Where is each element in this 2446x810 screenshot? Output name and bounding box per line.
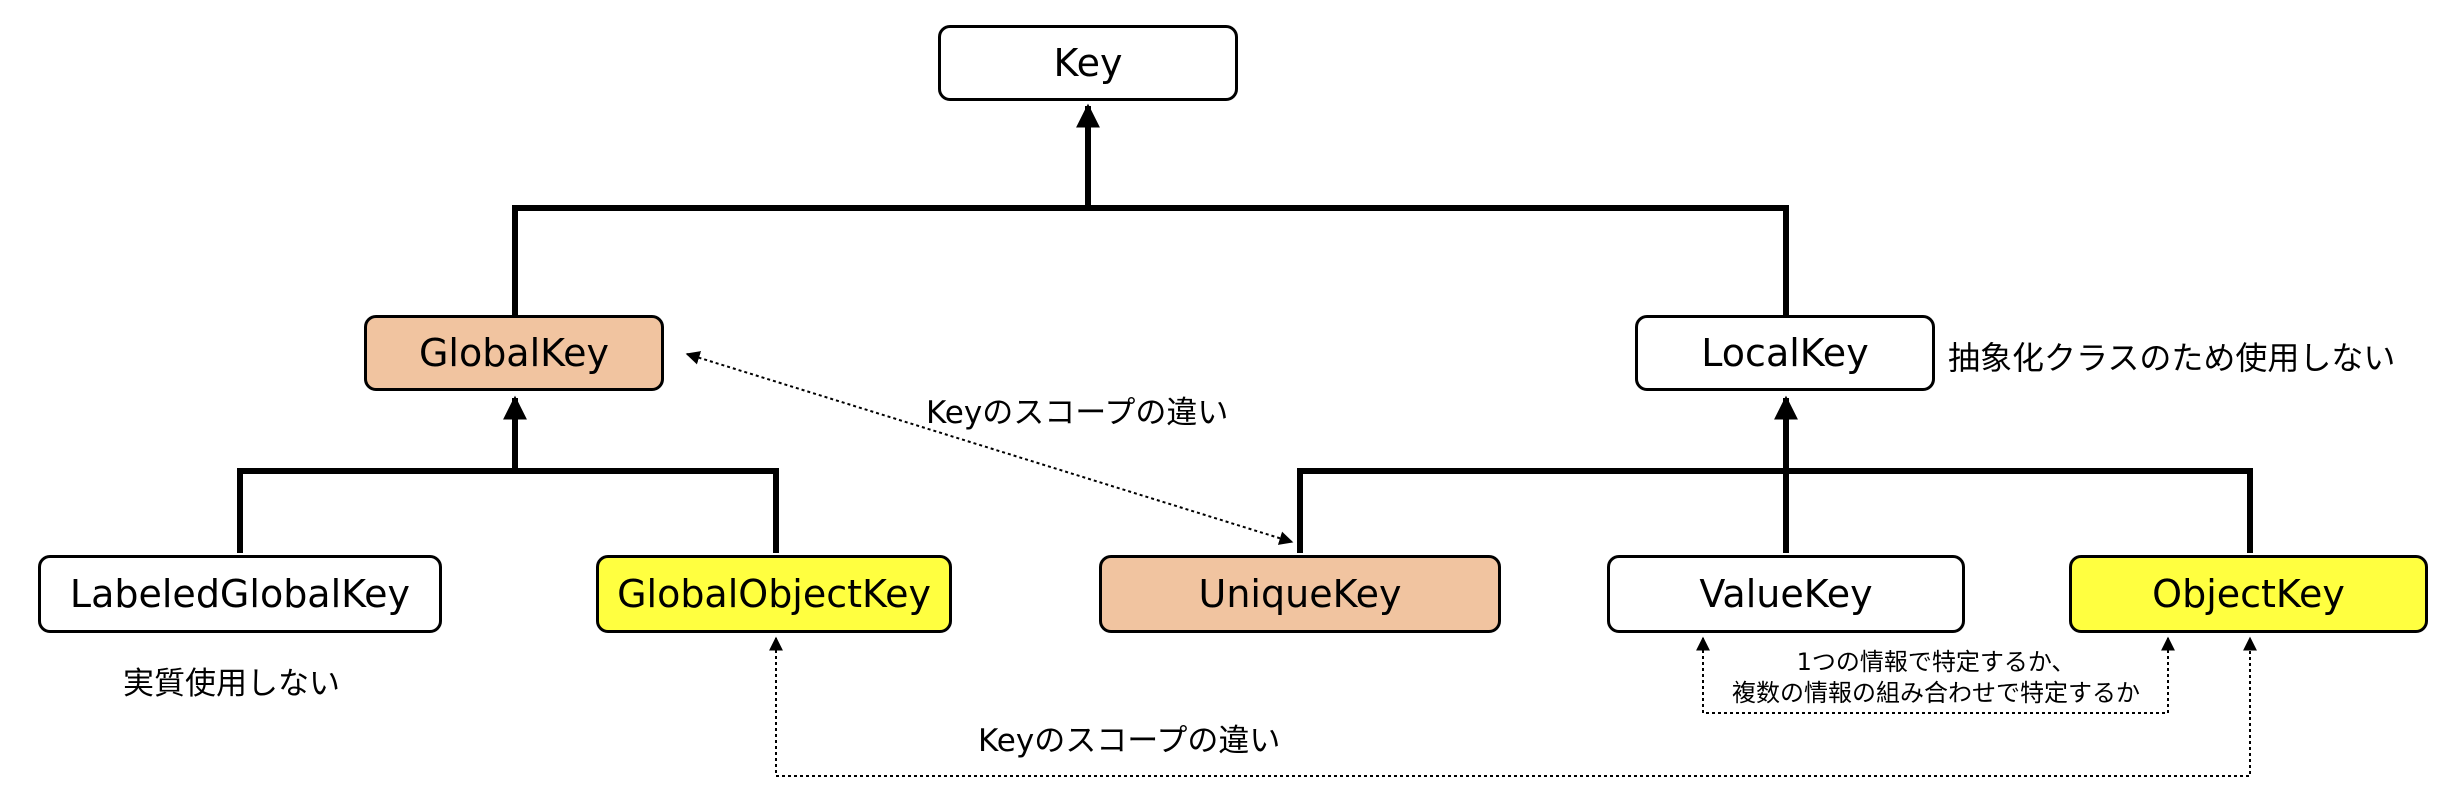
note-scope-diff-lower: Keyのスコープの違い [978,723,1281,759]
node-labeled-global-key: LabeledGlobalKey [38,555,442,633]
node-unique-key: UniqueKey [1099,555,1501,633]
node-local-key: LocalKey [1635,315,1935,391]
inheritance-globalkey-tree [237,395,779,553]
scope-diff-arrow-lower [769,636,2257,777]
inheritance-localkey-tree [1297,395,2253,553]
inheritance-key-tree [512,103,1789,315]
note-value-object-line2: 複数の情報の組み合わせで特定するか [1732,679,2140,707]
note-scope-diff-upper: Keyのスコープの違い [926,395,1229,431]
node-value-key: ValueKey [1607,555,1965,633]
node-object-key: ObjectKey [2069,555,2428,633]
note-local-key-abstract: 抽象化クラスのため使用しない [1948,339,2396,377]
node-key: Key [938,25,1238,101]
note-value-object-line1: 1つの情報で特定するか、 [1796,648,2076,676]
node-global-key: GlobalKey [364,315,664,391]
note-labeled-unused: 実質使用しない [123,666,340,702]
note-value-object-diff: 1つの情報で特定するか、 複数の情報の組み合わせで特定するか [1700,647,2172,709]
node-global-object-key: GlobalObjectKey [596,555,952,633]
value-object-bracket-arrow [1696,636,2175,714]
